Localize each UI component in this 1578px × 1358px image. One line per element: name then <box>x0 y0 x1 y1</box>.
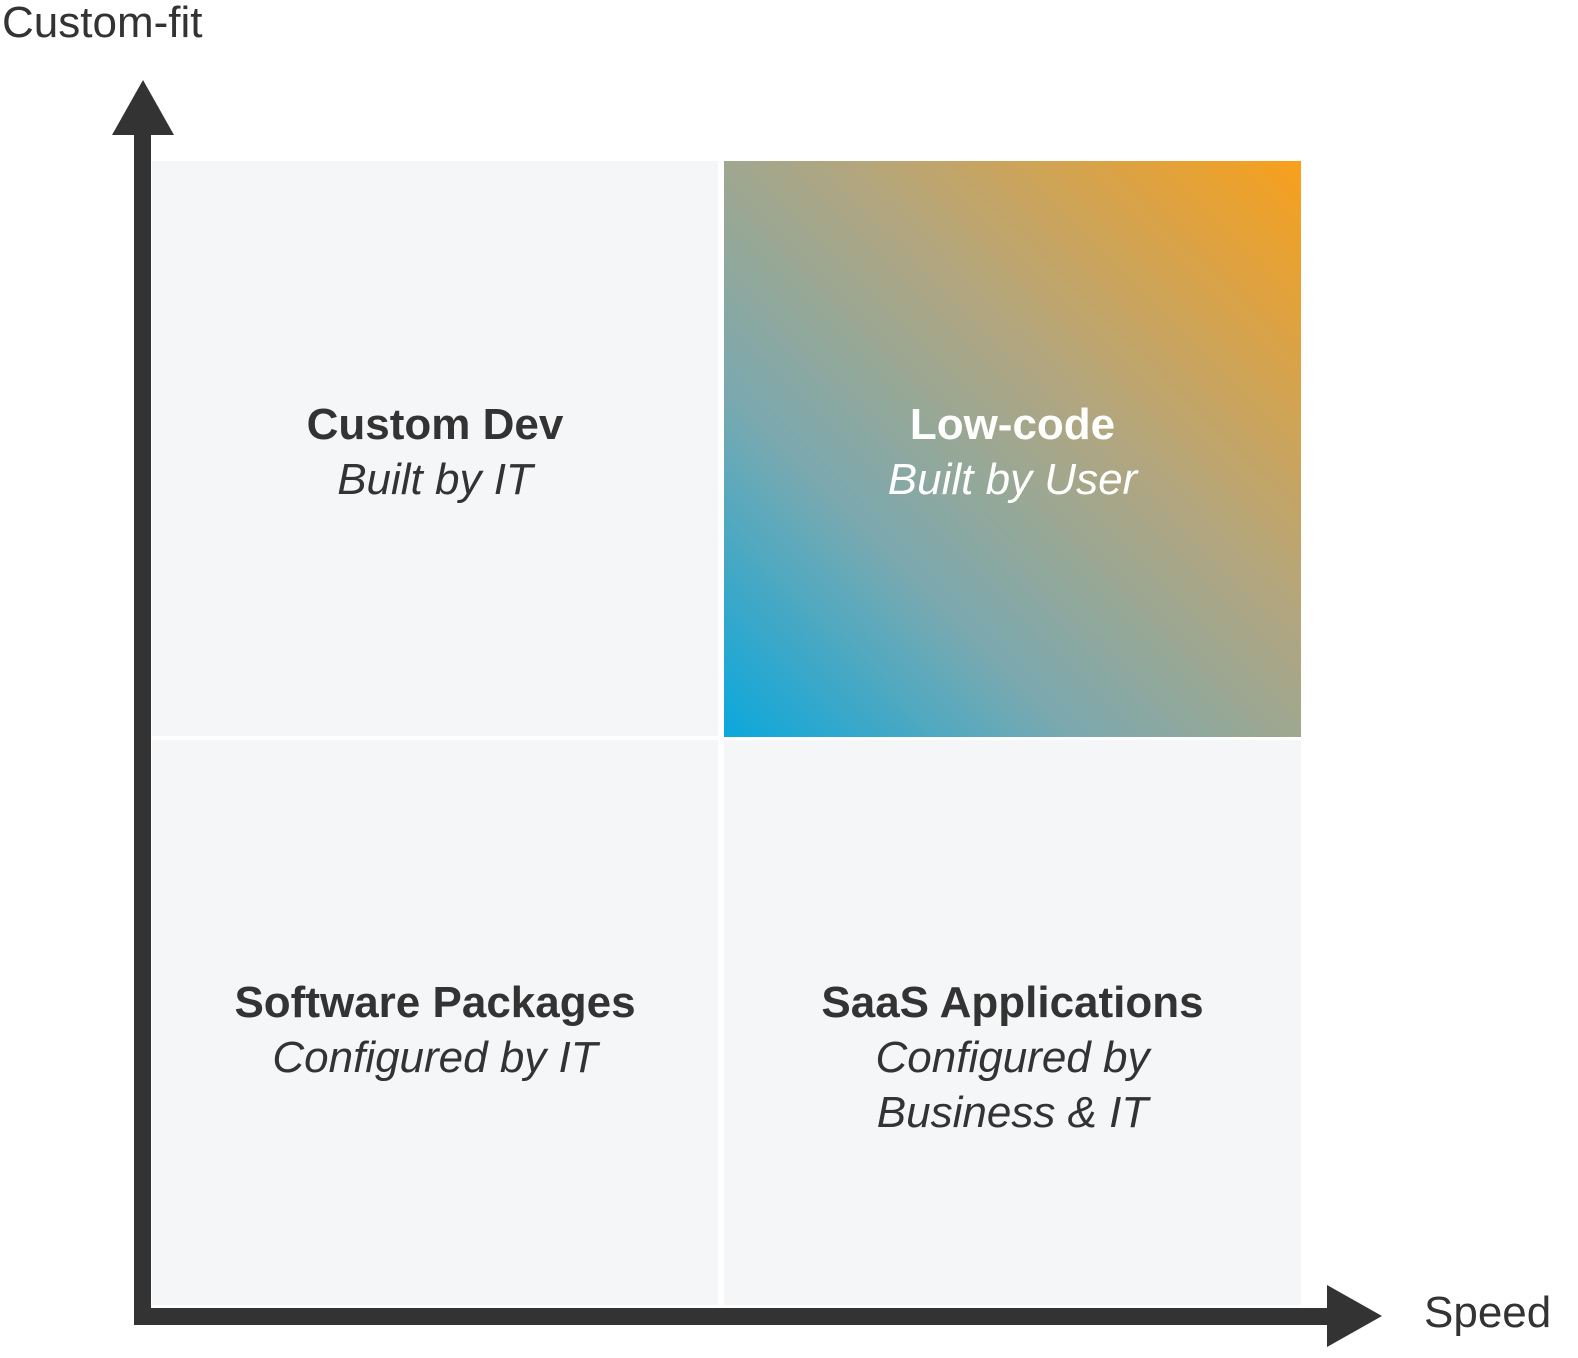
y-axis-arrow-icon <box>112 80 174 135</box>
y-axis-line <box>134 130 151 1325</box>
quadrant-subtitle: Built by User <box>887 455 1138 504</box>
quadrant-subtitle: Configured by IT <box>272 1033 598 1082</box>
x-axis-arrow-icon <box>1327 1285 1382 1347</box>
quadrant-custom-dev: Custom Dev Built by IT <box>152 161 718 736</box>
quadrant-saas-applications: SaaS Applications Configured by Business… <box>724 740 1301 1305</box>
quadrant-title: Software Packages <box>234 978 636 1027</box>
x-axis-line <box>134 1308 1334 1325</box>
x-axis-label: Speed <box>1424 1288 1552 1337</box>
quadrant-subtitle: Built by IT <box>337 455 533 504</box>
y-axis-label: Custom-fit <box>2 0 203 47</box>
quadrant-subtitle-line-2: Business & IT <box>876 1088 1149 1137</box>
quadrant-subtitle-line-1: Configured by <box>875 1033 1150 1082</box>
quadrant-title: SaaS Applications <box>821 978 1204 1027</box>
quadrant-software-packages: Software Packages Configured by IT <box>152 740 718 1305</box>
quadrant-low-code: Low-code Built by User <box>724 161 1301 737</box>
quadrant-title: Low-code <box>909 400 1116 449</box>
quadrant-title: Custom Dev <box>306 400 564 449</box>
